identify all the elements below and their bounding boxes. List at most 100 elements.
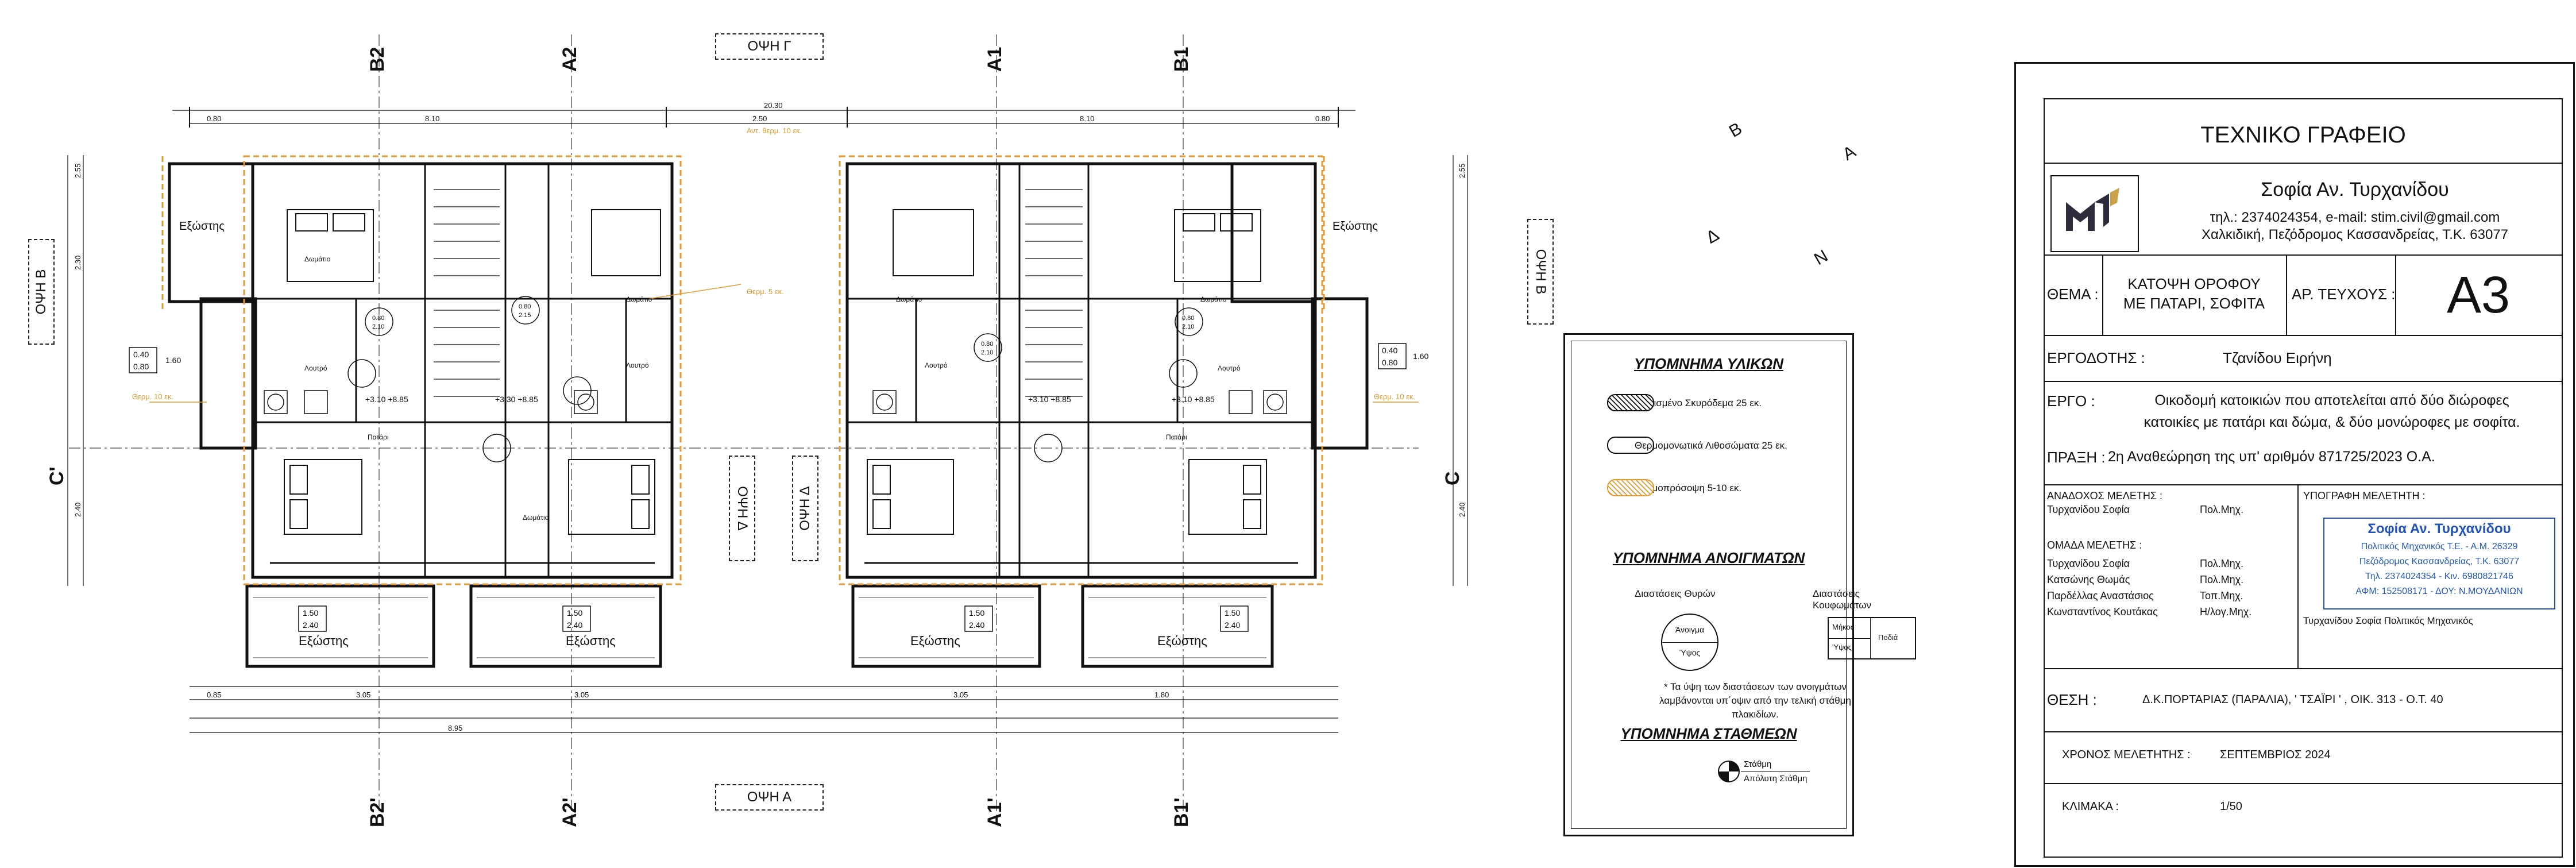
subject-label: ΘΕΜΑ : bbox=[2047, 286, 2099, 303]
room-bedroom-4: Δωμάτιο bbox=[896, 295, 922, 303]
section-top-b2: B2 bbox=[366, 47, 388, 72]
signature-name: Τυρχανίδου Σοφία Πολιτικός Μηχανικός bbox=[2303, 615, 2473, 626]
room-bedroom-2: Δωμάτιο bbox=[626, 295, 652, 303]
sheet-label: ΑΡ. ΤΕΥΧΟΥΣ : bbox=[2292, 286, 2396, 303]
opening-h-2: 2.40 bbox=[303, 620, 318, 630]
door-width-label: Άνοιγμα bbox=[1675, 625, 1705, 634]
room-terrace-3: Εξώστης bbox=[910, 634, 960, 648]
section-left-c: C' bbox=[46, 466, 68, 485]
compass-east-label: Α bbox=[1839, 142, 1859, 164]
section-bottom-b1: B1' bbox=[1171, 797, 1192, 827]
client-name: Τζανίδου Ειρήνη bbox=[2223, 349, 2332, 367]
opening-h-3: 2.40 bbox=[567, 620, 582, 630]
room-bath-3: Λουτρό bbox=[925, 361, 948, 369]
opening-w-4: 1.50 bbox=[969, 608, 984, 618]
material-concrete-label: Οπλισμένο Σκυρόδεμα 25 εκ. bbox=[1635, 398, 1762, 408]
dim-top-seg-4: 0.80 bbox=[1315, 114, 1330, 123]
team-role-1: Πολ.Μηχ. bbox=[2200, 558, 2244, 569]
dim-left-seg-1: 2.30 bbox=[74, 256, 82, 270]
company-logo bbox=[2050, 175, 2139, 252]
material-row-concrete: Οπλισμένο Σκυρόδεμα 25 εκ. bbox=[1607, 394, 1762, 411]
material-facade-label: Θερμοπρόσοψη 5-10 εκ. bbox=[1635, 483, 1742, 493]
opening-w-2: 1.50 bbox=[303, 608, 318, 618]
dim-left-seg-0: 2.55 bbox=[74, 164, 82, 178]
opening-w-1: 0.40 bbox=[133, 350, 149, 359]
sheet-number: Α3 bbox=[2446, 267, 2511, 324]
material-block-label: Θερμομονωτικά Λιθοσώματα 25 εκ. bbox=[1635, 440, 1787, 451]
window-legend-icon: Μήκος Ύψος Ποδιά bbox=[1828, 617, 1916, 659]
subject-row: ΘΕΜΑ : ΚΑΤΟΨΗ ΟΡΟΦΟΥ ΜΕ ΠΑΤΑΡΙ, ΣΟΦΙΤΑ Α… bbox=[2045, 254, 2562, 336]
opening-h-1: 0.80 bbox=[133, 362, 149, 371]
team-row: ΑΝΑΔΟΧΟΣ ΜΕΛΕΤΗΣ : Τυρχανίδου Σοφία Πολ.… bbox=[2045, 484, 2562, 669]
dim-right-seg-0: 2.55 bbox=[1458, 164, 1466, 178]
room-terrace-2: Εξώστης bbox=[566, 634, 616, 648]
engineer-stamp: Σοφία Αν. Τυρχανίδου Πολιτικός Μηχανικός… bbox=[2323, 518, 2555, 609]
room-bedroom-3: Δωμάτιο bbox=[523, 514, 549, 522]
room-bath-1: Λουτρό bbox=[304, 364, 327, 372]
subject-line-1: ΚΑΤΟΨΗ ΟΡΟΦΟΥ bbox=[2127, 275, 2261, 292]
subject-line-2: ΜΕ ΠΑΤΑΡΙ, ΣΟΦΙΤΑ bbox=[2123, 295, 2265, 312]
window-height-label: Ύψος bbox=[1832, 643, 1852, 651]
location-label: ΘΕΣΗ : bbox=[2047, 691, 2097, 708]
project-label: ΕΡΓΟ : bbox=[2047, 392, 2095, 410]
opening-w-5: 1.50 bbox=[1225, 608, 1240, 618]
room-loft-2: Πατάρι bbox=[1166, 433, 1187, 441]
door-h-4: 2.10 bbox=[981, 349, 993, 356]
dim-bottom-seg-11: 1.80 bbox=[1154, 690, 1169, 699]
room-bath-4: Λουτρό bbox=[1218, 364, 1241, 372]
dim-top-seg-2: 2.50 bbox=[752, 114, 767, 123]
stamp-line-1: Σοφία Αν. Τυρχανίδου bbox=[2368, 521, 2511, 537]
stamp-line-2: Πολιτικός Μηχανικός Τ.Ε. - Α.Μ. 26329 bbox=[2361, 542, 2518, 551]
engineer-address: Χαλκιδική, Πεζόδρομος Κασσανδρείας, Τ.Κ.… bbox=[2202, 227, 2508, 242]
room-loft-1: Πατάρι bbox=[368, 433, 389, 441]
opening-h-5: 2.40 bbox=[1225, 620, 1240, 630]
scale-row: ΚΛΙΜΑΚΑ : 1/50 bbox=[2045, 783, 2562, 835]
client-label: ΕΡΓΟΔΟΤΗΣ : bbox=[2047, 349, 2145, 367]
door-w-2: 0.80 bbox=[519, 303, 531, 310]
dim-top-seg-1: 8.10 bbox=[425, 114, 439, 123]
view-label-center-left: ΟΨΗ Δ bbox=[729, 456, 755, 561]
insulation-label-2: Θερμ. 5 εκ. bbox=[747, 287, 784, 296]
level-mark-2: +3.30 +8.85 bbox=[495, 395, 538, 404]
dim-bottom-seg-3: 3.05 bbox=[356, 690, 370, 699]
compass-north-label: N bbox=[1810, 246, 1832, 269]
dim-bottom-seg-10: 3.05 bbox=[953, 690, 968, 699]
project-row: ΕΡΓΟ : Οικοδομή κατοικιών που αποτελείτα… bbox=[2045, 381, 2562, 485]
window-length-label: Μήκος bbox=[1832, 623, 1854, 631]
room-terrace-5: Εξώστης bbox=[179, 220, 225, 233]
dim-overall-top: 20.30 bbox=[764, 101, 783, 110]
dim-overall-bottom: 8.95 bbox=[448, 724, 462, 732]
hatch-concrete-icon bbox=[1607, 394, 1654, 411]
dim-bottom-seg-5: 3.05 bbox=[574, 690, 589, 699]
door-w-1: 0.80 bbox=[372, 315, 384, 322]
opening-extra-7: 1.60 bbox=[1413, 352, 1428, 361]
insulation-label-1: Αντ. θερμ. 10 εκ. bbox=[747, 126, 802, 135]
team-member-2: Κατσώνης Θωμάς bbox=[2047, 574, 2130, 585]
section-top-b1: B1 bbox=[1171, 47, 1192, 72]
project-line-2: κατοικίες με πατάρι και δώμα, & δύο μονώ… bbox=[2144, 414, 2520, 430]
door-dims-label: Διαστάσεις Θυρών bbox=[1635, 588, 1716, 599]
contractor-role: Πολ.Μηχ. bbox=[2200, 504, 2244, 515]
engineer-contact: τηλ.: 2374024354, e-mail: stim.civil@gma… bbox=[2210, 210, 2500, 225]
office-title: ΤΕΧΝΙΚΟ ΓΡΑΦΕΙΟ bbox=[2200, 122, 2406, 148]
dim-top-seg-0: 0.80 bbox=[207, 114, 221, 123]
engineer-row: Σοφία Αν. Τυρχανίδου τηλ.: 2374024354, e… bbox=[2045, 163, 2562, 256]
date-text: ΣΕΠΤΕΜΒΡΙΟΣ 2024 bbox=[2220, 749, 2331, 761]
window-sill-label: Ποδιά bbox=[1878, 633, 1898, 642]
insulating-block-icon bbox=[1607, 437, 1654, 454]
level-marker-icon bbox=[1718, 761, 1740, 782]
openings-legend-title: ΥΠΟΜΝΗΜΑ ΑΝΟΙΓΜΑΤΩΝ bbox=[1612, 549, 1805, 566]
view-label-center-right: ΟΨΗ Δ bbox=[792, 456, 818, 561]
logo-icon bbox=[2066, 188, 2119, 231]
team-role-4: Η/λογ.Μηχ. bbox=[2200, 606, 2252, 618]
floor-plan-drawing: B2 A2 A1 B1 B2' A2' A1' B1' C' C 20.30 0… bbox=[46, 34, 1468, 827]
door-h-3: 2.10 bbox=[1182, 323, 1194, 330]
project-line-1: Οικοδομή κατοικιών που αποτελείται από δ… bbox=[2154, 392, 2509, 408]
location-text: Δ.Κ.ΠΟΡΤΑΡΙΑΣ (ΠΑΡΑΛΙΑ), ' ΤΣΑΪΡΙ ' , ΟΙ… bbox=[2142, 693, 2443, 706]
insulation-label-3: Θερμ. 10 εκ. bbox=[132, 392, 173, 401]
room-terrace-6: Εξώστης bbox=[1333, 220, 1378, 233]
scale-text: 1/50 bbox=[2220, 800, 2242, 813]
section-bottom-a1: A1' bbox=[984, 797, 1006, 827]
view-label-bottom: ΟΨΗ Α bbox=[715, 784, 824, 811]
door-w-4: 0.80 bbox=[981, 341, 993, 348]
